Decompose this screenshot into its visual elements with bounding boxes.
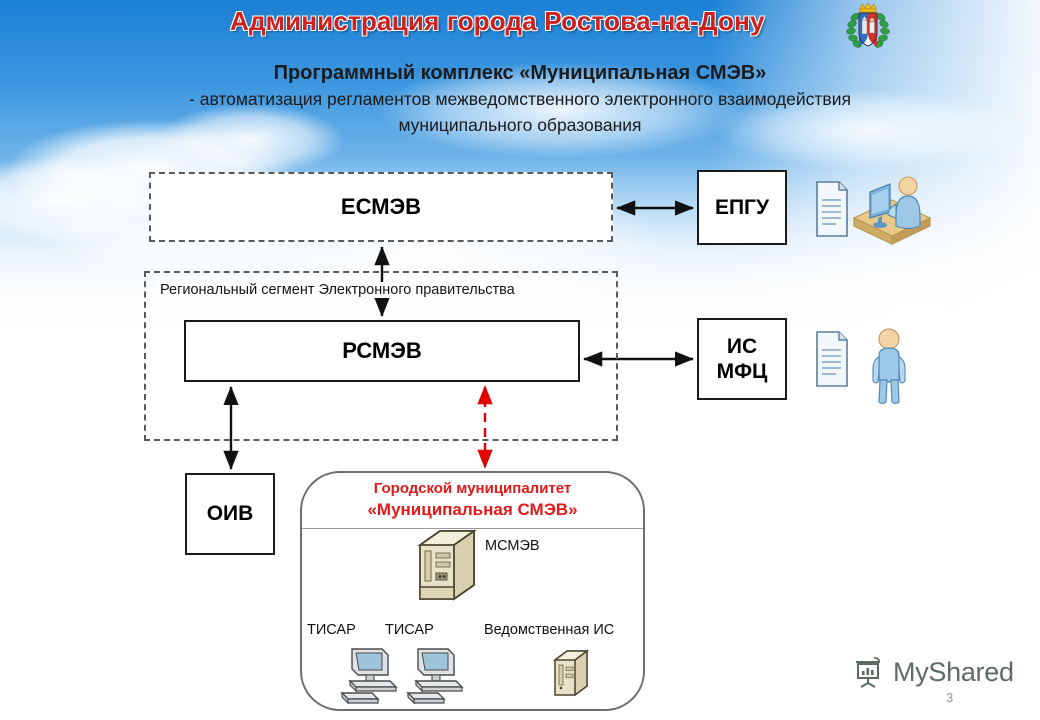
header-banner: Администрация города Ростова-на-Дону: [230, 3, 930, 39]
banner-title: Администрация города Ростова-на-Дону: [230, 5, 765, 36]
document-icon-mfc: [814, 330, 850, 388]
is-mfc-box[interactable]: ИС МФЦ: [697, 318, 787, 400]
myshared-label: MyShared: [893, 656, 1014, 687]
person-at-computer-icon: [846, 170, 938, 245]
rsmev-label: РСМЭВ: [342, 338, 422, 363]
page-title-line-3: муниципального образования: [398, 115, 642, 135]
regional-segment-container[interactable]: Региональный сегмент Электронного правит…: [144, 271, 618, 441]
presentation-board-icon: [852, 655, 886, 689]
esmev-label: ЕСМЭВ: [340, 194, 422, 219]
coat-of-arms-icon: [836, 2, 900, 50]
municipality-divider: [302, 528, 643, 529]
myshared-watermark: MyShared: [852, 655, 1014, 689]
server-small-icon-vedis: [551, 648, 591, 700]
municipality-title: Городской муниципалитет «Муниципальная С…: [302, 479, 643, 521]
municipality-title-line-1: Городской муниципалитет: [373, 480, 572, 497]
municipality-title-line-2: «Муниципальная СМЭВ»: [367, 500, 578, 519]
oiv-label: ОИВ: [206, 502, 254, 525]
vedomstvennaya-is-label: Ведомственная ИС: [484, 622, 615, 638]
regional-segment-label: Региональный сегмент Электронного правит…: [158, 282, 517, 298]
document-icon-epgu: [814, 180, 850, 238]
tisar-2-label: ТИСАР: [385, 622, 434, 638]
is-mfc-label-line-2: МФЦ: [716, 360, 768, 383]
desktop-computer-icon-tisar-2: [404, 645, 468, 707]
msmev-label: МСМЭВ: [485, 538, 540, 554]
desktop-computer-icon-tisar-1: [338, 645, 402, 707]
oiv-box[interactable]: ОИВ: [185, 473, 275, 555]
rsmev-box[interactable]: РСМЭВ: [184, 320, 580, 382]
page-number: 3: [946, 690, 954, 705]
is-mfc-label-line-1: ИС: [726, 335, 758, 358]
page-title: Программный комплекс «Муниципальная СМЭВ…: [60, 60, 980, 138]
epgu-label: ЕПГУ: [714, 195, 770, 219]
esmev-box[interactable]: ЕСМЭВ: [149, 172, 613, 242]
page-title-line-2: - автоматизация регламентов межведомстве…: [189, 89, 851, 109]
epgu-box[interactable]: ЕПГУ: [697, 170, 787, 245]
server-tower-icon-msmev: [414, 527, 480, 605]
tisar-1-label: ТИСАР: [307, 622, 356, 638]
page-title-line-1: Программный комплекс «Муниципальная СМЭВ…: [273, 62, 767, 84]
person-standing-icon: [866, 326, 912, 408]
